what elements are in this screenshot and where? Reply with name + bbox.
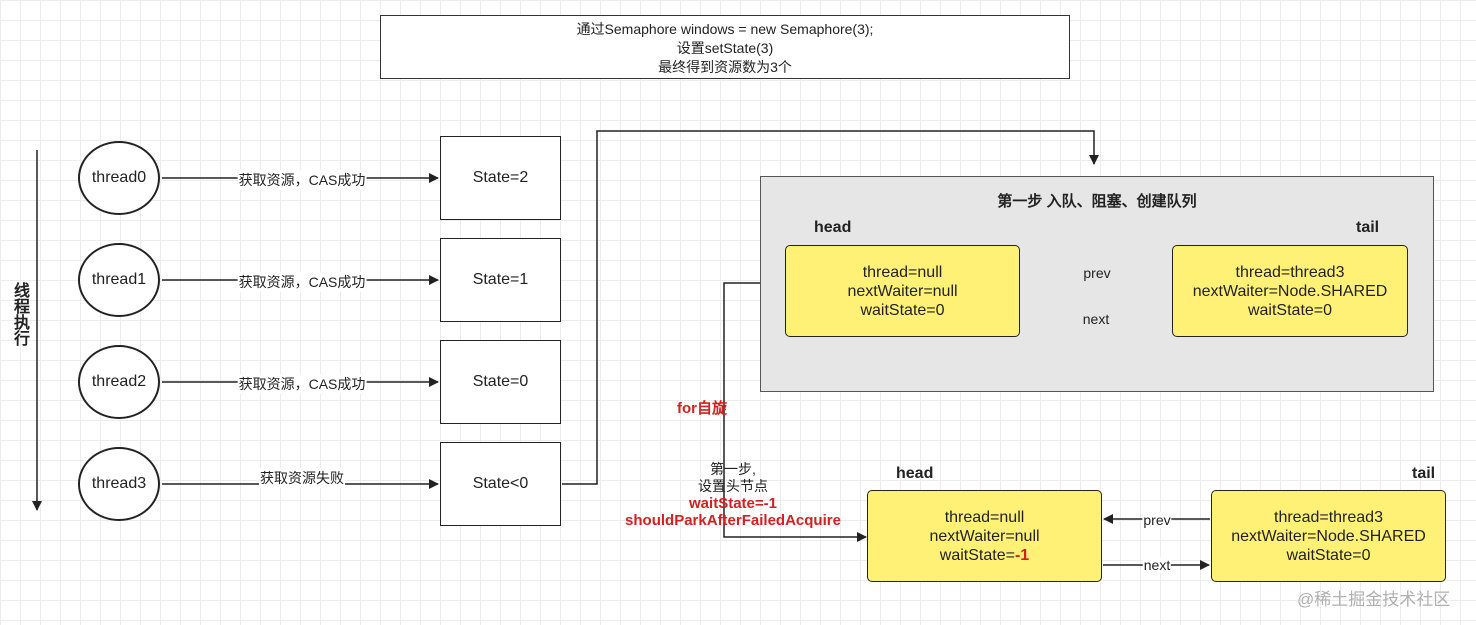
bottom-head-thread: thread=null: [944, 508, 1025, 526]
bottom-head-next-waiter: nextWaiter=null: [929, 527, 1040, 545]
semaphore-note-line3: 最终得到资源数为3个: [658, 59, 792, 75]
thread0-circle: thread0: [78, 141, 160, 215]
group-tail-thread: thread=thread3: [1235, 263, 1345, 281]
state-box-1: State=1: [440, 238, 561, 322]
bottom-tail-next-waiter: nextWaiter=Node.SHARED: [1231, 527, 1426, 545]
step-note-line2: 设置头节点: [698, 478, 768, 494]
thread2-circle: thread2: [78, 345, 160, 419]
bottom-tail-wait-state: waitState=0: [1286, 546, 1371, 564]
bottom-next-label: next: [1142, 557, 1172, 573]
state-box-0: State=0: [440, 340, 561, 424]
thread-execution-label: 线程执行: [11, 282, 28, 346]
for-spin-label: for自旋: [677, 400, 727, 417]
watermark: @稀土掘金技术社区: [1297, 590, 1451, 609]
step-note-line1: 第一步,: [710, 461, 756, 477]
bottom-tail-label: tail: [1412, 465, 1436, 482]
bottom-head-wait-state-prefix: waitState=: [939, 546, 1015, 564]
bottom-head-wait-state-value: -1: [1014, 546, 1030, 564]
group-head-thread: thread=null: [862, 263, 943, 281]
step-note-method: shouldParkAfterFailedAcquire: [625, 512, 841, 529]
bottom-tail-thread: thread=thread3: [1274, 508, 1383, 526]
bottom-head-wait-state: waitState=-1: [940, 546, 1029, 565]
semaphore-note-line1: 通过Semaphore windows = new Semaphore(3);: [576, 21, 874, 37]
group-head-label: head: [814, 219, 852, 236]
enqueue-group-title: 第一步 入队、阻塞、创建队列: [997, 193, 1197, 210]
state-box-negative: State<0: [440, 442, 561, 526]
thread1-circle: thread1: [78, 243, 160, 317]
step-note: 第一步, 设置头节点 waitState=-1 shouldParkAfterF…: [608, 461, 858, 529]
group-tail-wait-state: waitState=0: [1247, 301, 1333, 319]
semaphore-note-line2: 设置setState(3): [676, 40, 774, 56]
bottom-head-label: head: [896, 465, 934, 482]
spin-connector: [723, 282, 867, 542]
group-head-next-waiter: nextWaiter=null: [847, 282, 958, 300]
thread0-edge-label: 获取资源，CAS成功: [237, 170, 367, 190]
enqueue-connector: [562, 130, 1099, 485]
thread3-circle: thread3: [78, 447, 160, 521]
group-tail-label: tail: [1356, 219, 1380, 236]
thread1-edge-label: 获取资源，CAS成功: [237, 272, 367, 292]
group-tail-node: thread=thread3 nextWaiter=Node.SHARED wa…: [1172, 245, 1408, 337]
group-next-label: next: [1081, 311, 1111, 327]
group-prev-label: prev: [1082, 265, 1112, 281]
group-head-node: thread=null nextWaiter=null waitState=0: [785, 245, 1020, 337]
step-note-wait-state: waitState=-1: [689, 495, 777, 512]
group-head-wait-state: waitState=0: [860, 301, 945, 319]
thread2-edge-label: 获取资源，CAS成功: [237, 374, 367, 394]
group-tail-next-waiter: nextWaiter=Node.SHARED: [1192, 282, 1388, 300]
state-box-2: State=2: [440, 136, 561, 220]
thread3-edge-label: 获取资源失败: [259, 468, 345, 488]
bottom-prev-label: prev: [1142, 512, 1172, 528]
bottom-tail-node: thread=thread3 nextWaiter=Node.SHARED wa…: [1211, 490, 1446, 582]
bottom-head-node: thread=null nextWaiter=null waitState=-1: [867, 490, 1102, 582]
semaphore-note: 通过Semaphore windows = new Semaphore(3); …: [380, 15, 1070, 79]
